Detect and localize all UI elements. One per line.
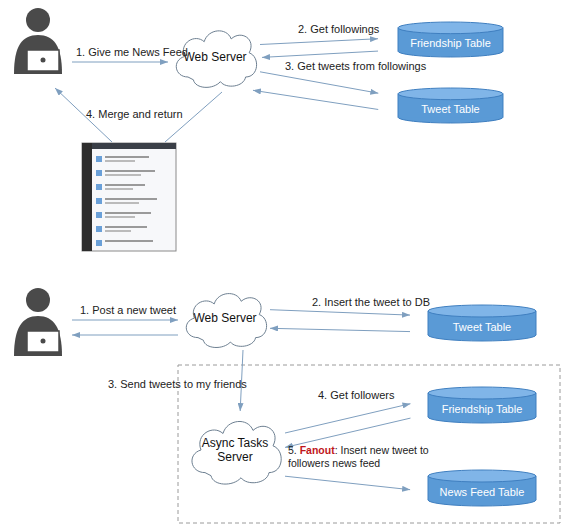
cylinder-top [428,305,536,317]
feed-line [105,156,149,158]
cylinder-side [503,94,504,117]
laptop-logo [41,339,46,344]
cylinder-top [398,22,503,34]
edge-label: 4. Get followers [318,389,418,402]
post-arrow [72,320,178,321]
step-label: 4. Merge and return [86,108,206,121]
flow-arrow [260,39,378,45]
connector-group [240,39,410,490]
table-name: News Feed Table [440,486,525,499]
database-table: News Feed Table [428,470,536,506]
user-laptop [27,50,59,71]
server-cloud: Web Server [180,288,270,350]
feed-line [105,174,141,176]
edge-label: 5. Fanout: Insert new tweet to followers… [288,444,434,469]
laptop-logo [41,58,46,63]
edge-label: 2. Insert the tweet to DB [312,296,452,309]
user-body [14,35,62,74]
feed-line [105,188,133,190]
feed-line [105,216,135,218]
cylinder-side [428,476,429,500]
database-table: Friendship Table [428,387,536,423]
feed-avatar [96,156,102,162]
server-name: Web Server [183,51,246,65]
server-name: Async Tasks Server [199,437,271,465]
feed-line [105,184,145,186]
feed-line [105,160,135,162]
feed-screenshot [82,143,176,251]
cylinder-side [398,94,399,117]
database-table: Tweet Table [398,88,503,123]
flow-arrow [270,328,410,331]
cloud-shape [176,31,256,88]
screenshot-sidebar [82,143,92,251]
step-label: 1. Post a new tweet [80,304,200,317]
table-name: Tweet Table [453,321,512,334]
feed-line [105,202,139,204]
feed-avatar [96,184,102,190]
server-cloud: Async Tasks Server [185,415,285,487]
server-name: Web Server [193,312,256,326]
response-arrow [72,335,178,336]
table-name: Tweet Table [421,103,480,116]
cylinder-side [503,28,504,51]
user-head [26,288,50,312]
cylinder-side [536,311,537,335]
cylinder-top [428,470,536,482]
cloud-shape [192,421,281,484]
feed-avatar [96,226,102,232]
flow-arrow [285,418,410,447]
flow-arrow [262,51,378,57]
table-name: Friendship Table [410,37,491,50]
database-table: Friendship Table [398,22,503,57]
feed-line [105,170,155,172]
cylinder-top [398,88,503,100]
feed-line [105,198,157,200]
user-laptop [27,331,59,352]
user-body [14,316,62,356]
cylinder-side [398,28,399,51]
table-name: Friendship Table [442,403,523,416]
request-arrow [72,62,168,63]
cylinder-side [536,476,537,500]
flow-arrow [253,90,378,109]
feed-avatar [96,212,102,218]
edge-label: 2. Get followings [298,23,408,36]
feed-avatar [96,240,102,246]
flow-arrow [285,404,410,433]
database-table: Tweet Table [428,305,536,341]
flow-arrow [260,72,378,93]
feed-line [105,226,147,228]
flow-arrow [270,310,410,315]
step-label: 1. Give me News Feed [76,46,196,59]
cylinder-top [428,387,536,399]
screenshot-topbar [92,143,176,149]
feed-avatar [96,170,102,176]
cloud-shape [186,294,266,348]
flow-arrow [285,476,410,489]
feed-avatar [96,198,102,204]
edge-label: 3. Send tweets to my friends [108,378,258,391]
user-head [26,8,50,32]
feed-line [105,240,153,242]
cylinder-side [428,393,429,417]
cylinder-side [428,311,429,335]
edge-label: 3. Get tweets from followings [285,60,445,73]
cylinder-side [536,393,537,417]
feed-line [105,212,151,214]
feed-line [105,230,131,232]
